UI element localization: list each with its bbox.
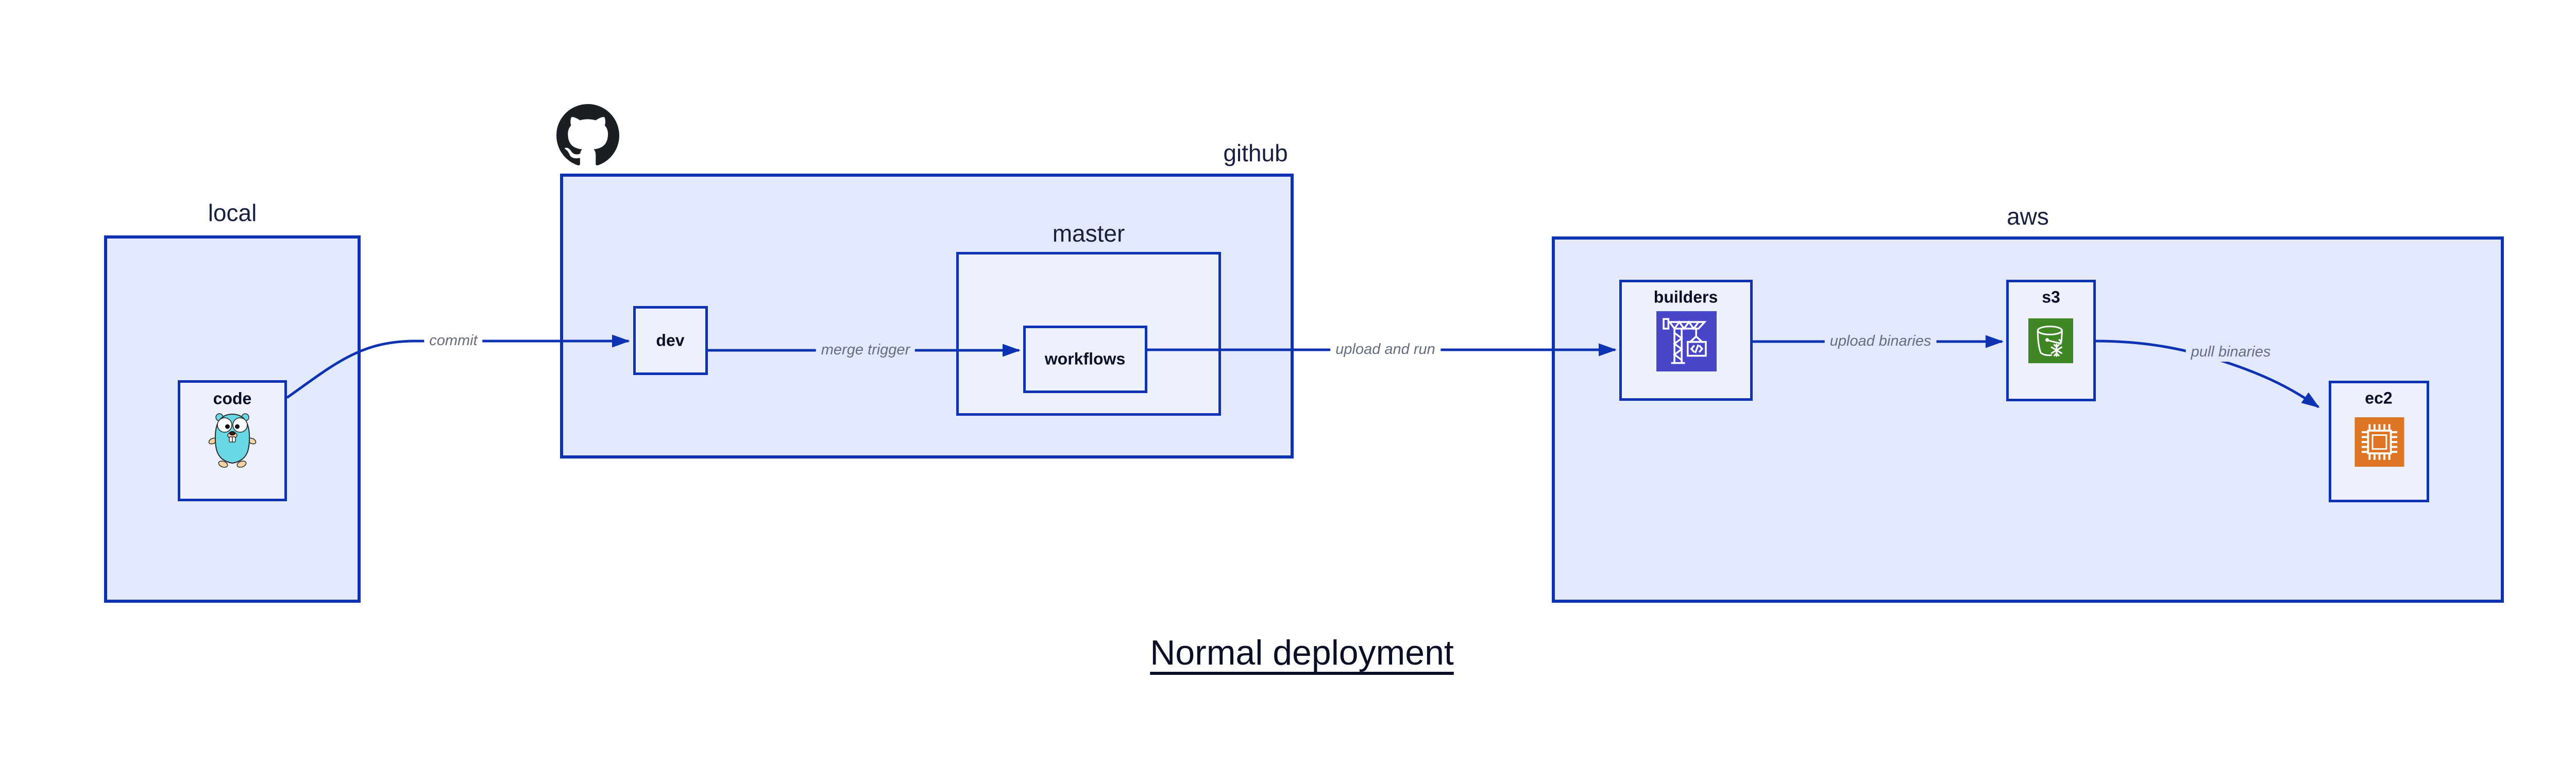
container-label-github: github [1223, 140, 1288, 166]
aws-ec2-chip-icon [2354, 417, 2404, 467]
edge-label-upload-binaries: upload binaries [1824, 332, 1937, 351]
go-gopher-icon [208, 413, 257, 468]
edge-label-upload-and-run: upload and run [1330, 341, 1440, 359]
node-label-builders: builders [1653, 287, 1718, 307]
edge-label-pull-binaries: pull binaries [2185, 343, 2276, 362]
node-label-ec2: ec2 [2365, 388, 2393, 408]
container-label-local: local [208, 199, 257, 226]
node-label-code: code [213, 389, 252, 408]
node-dev [633, 306, 708, 375]
node-label-dev: dev [656, 331, 685, 350]
node-builders [1619, 280, 1753, 401]
node-label-workflows: workflows [1044, 349, 1126, 368]
aws-s3-glacier-bucket-icon [2028, 318, 2073, 363]
edge-commit [286, 334, 630, 399]
node-workflows [1023, 326, 1147, 393]
github-octocat-icon [556, 104, 619, 165]
container-label-master: master [1052, 220, 1125, 247]
node-label-s3: s3 [2042, 287, 2060, 307]
aws-codebuild-crane-icon [1656, 311, 1717, 371]
diagram-title: Normal deployment [1150, 633, 1454, 672]
edge-label-merge-trigger: merge trigger [816, 341, 916, 360]
edge-label-commit: commit [424, 332, 483, 350]
container-label-aws: aws [2007, 203, 2049, 230]
